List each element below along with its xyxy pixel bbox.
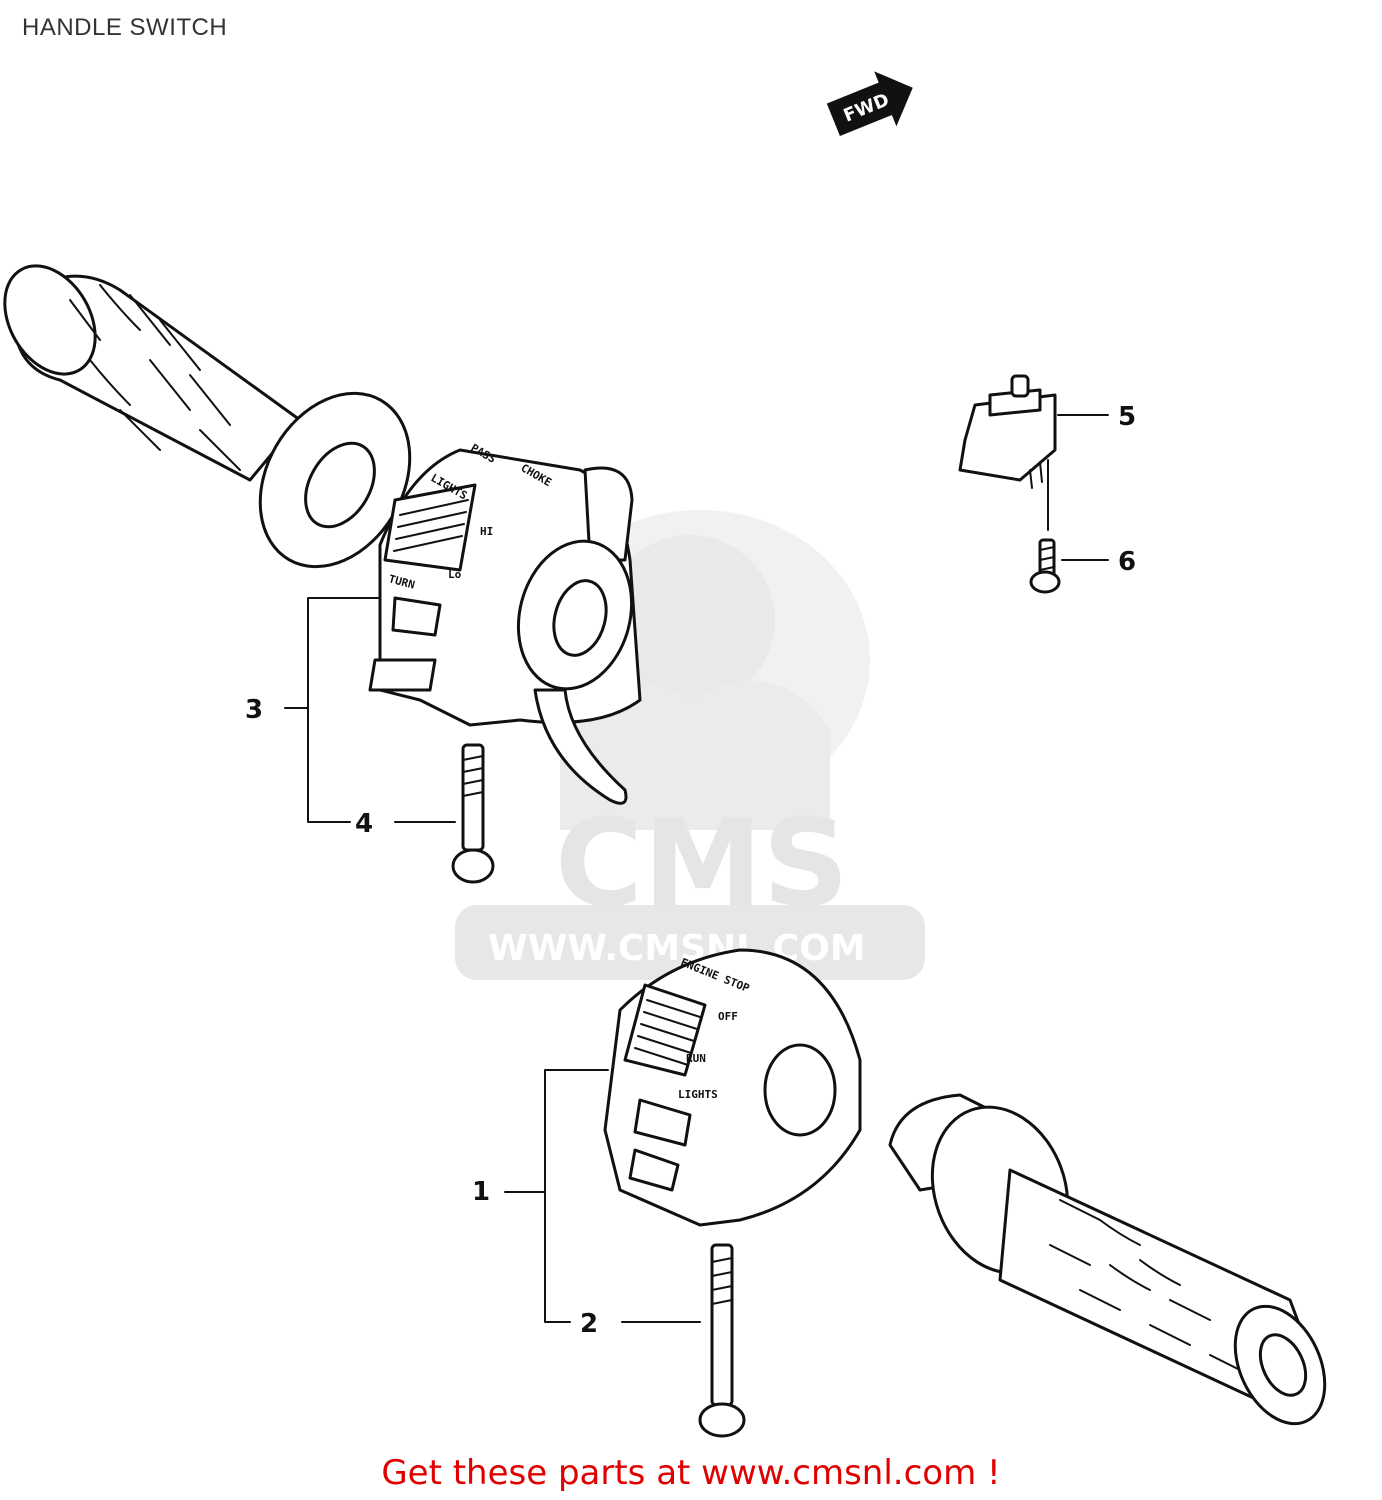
left-handle-switch: PASS CHOKE LIGHTS HI Lo TURN (368, 441, 642, 805)
front-arrow-icon: FWD (826, 71, 913, 137)
right-grip (888, 1093, 1327, 1426)
callout-6: 6 (1118, 547, 1136, 577)
clutch-switch (958, 374, 1057, 489)
cms-watermark: CMS WWW.CMSNL.COM (455, 510, 925, 980)
right-switch-label-run: RUN (686, 1052, 706, 1065)
callout-leaders (284, 414, 1109, 1323)
callout-3: 3 (245, 695, 263, 725)
right-handle-switch: ENGINE STOP OFF RUN LIGHTS (603, 948, 862, 1227)
left-switch-screw (451, 743, 495, 884)
callout-4: 4 (355, 809, 373, 839)
footer-link[interactable]: Get these parts at www.cmsnl.com ! (381, 1453, 1001, 1493)
callout-2: 2 (580, 1309, 598, 1339)
callout-1: 1 (472, 1177, 490, 1207)
right-switch-screw (698, 1243, 746, 1438)
callout-5: 5 (1118, 402, 1136, 432)
left-grip (3, 264, 412, 569)
clutch-switch-screw (1029, 538, 1061, 594)
left-switch-label-hi: HI (480, 525, 493, 538)
right-switch-label-lights: LIGHTS (678, 1088, 718, 1101)
right-switch-label-off: OFF (718, 1010, 738, 1023)
page-title: HANDLE SWITCH (22, 14, 228, 41)
left-switch-label-lo: Lo (448, 568, 462, 581)
watermark-url: WWW.CMSNL.COM (488, 928, 866, 969)
